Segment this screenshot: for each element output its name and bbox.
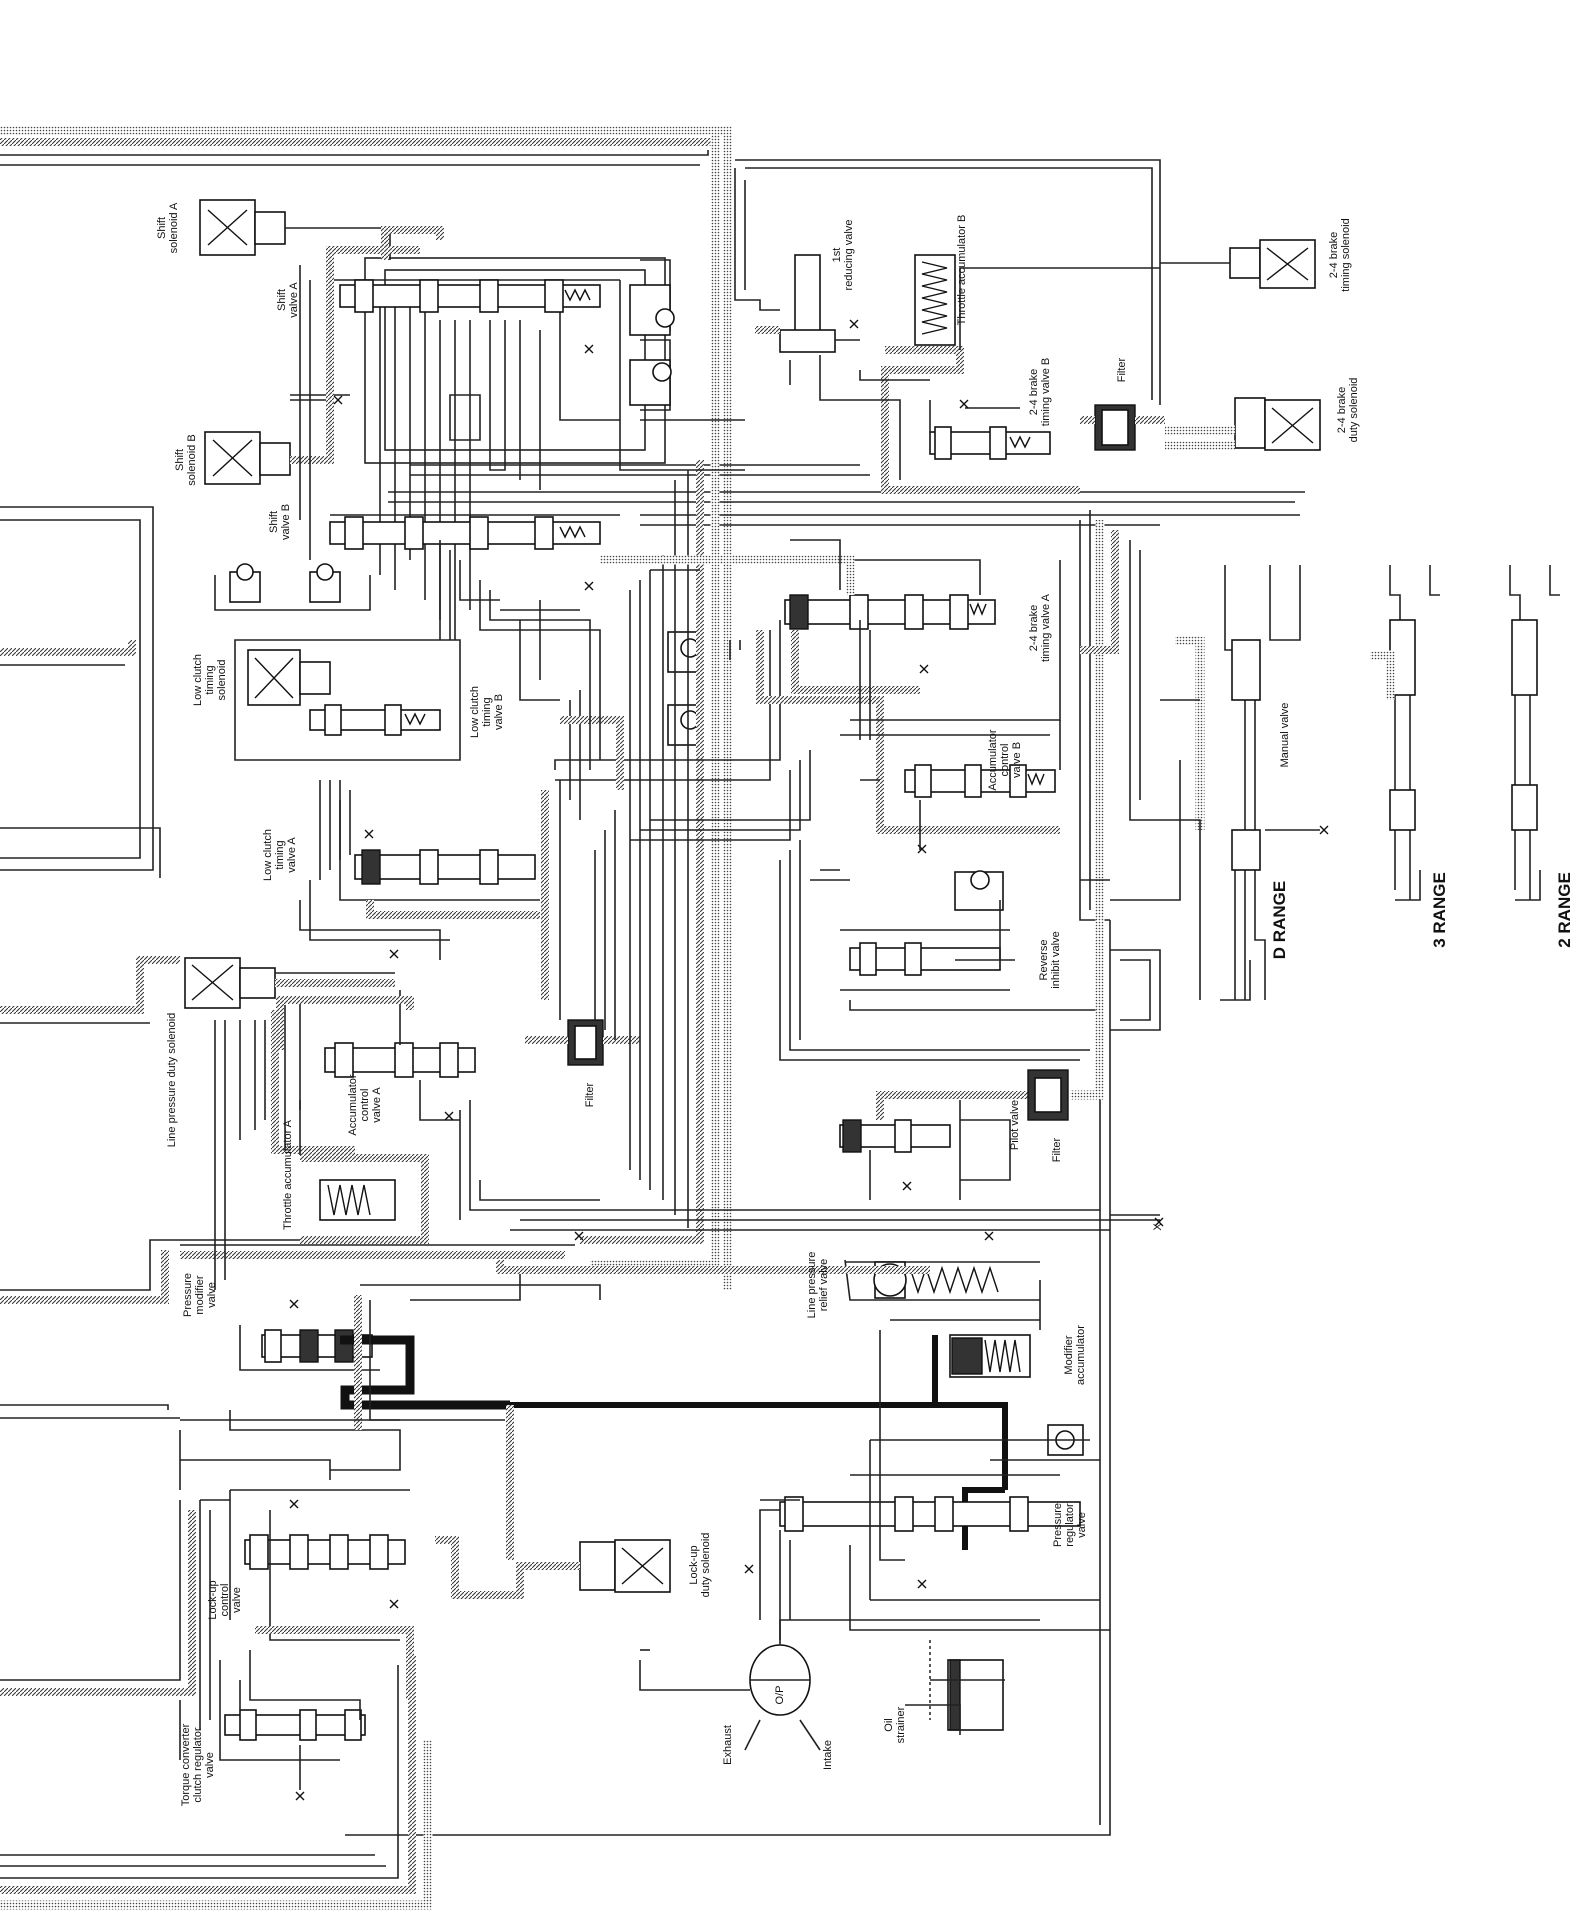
lockup-control-valve-component xyxy=(229,1410,414,1700)
label-torque-converter-clutch-regulator-valve: Torque converter clutch regulator valve xyxy=(180,1723,216,1807)
reverse-inhibit-valve-component xyxy=(840,929,1010,991)
label-throttle-accumulator-b: Throttle accumulator B xyxy=(956,214,968,326)
label-low-clutch-timing-valve-b: Low clutch timing valve B xyxy=(469,686,505,738)
low-clutch-timing-valve-b-component xyxy=(309,704,441,736)
brake-timing-valve-a-component xyxy=(784,559,996,694)
filter-low-component xyxy=(1027,1069,1069,1121)
manual-valve-2 xyxy=(1509,565,1560,901)
line-pressure-duty-solenoid-component xyxy=(184,957,395,1009)
manual-valve-d xyxy=(1175,565,1320,1001)
label-3-range: 3 RANGE xyxy=(1430,872,1449,948)
outer-frame xyxy=(0,125,1161,1910)
label-shift-solenoid-b: Shift solenoid B xyxy=(174,434,198,486)
lockup-duty-solenoid-component xyxy=(435,1405,671,1599)
label-shift-solenoid-a: Shift solenoid A xyxy=(156,202,180,254)
central-piping xyxy=(179,130,1201,1761)
filter-top-component xyxy=(1080,404,1165,451)
exhaust-marks xyxy=(289,319,1329,1801)
label-filter-low: Filter xyxy=(1051,1137,1063,1163)
label-manual-valve: Manual valve xyxy=(1279,702,1291,768)
left-outlets xyxy=(0,506,400,1696)
label-filter-top: Filter xyxy=(1116,357,1128,383)
label-reverse-inhibit-valve: Reverse inhibit valve xyxy=(1038,931,1062,989)
label-shift-valve-b: Shift valve B xyxy=(268,503,292,541)
label-2-range: 2 RANGE xyxy=(1555,872,1574,948)
label-exhaust-x: X xyxy=(1152,1223,1164,1231)
label-accumulator-control-valve-a: Accumulator control valve A xyxy=(347,1074,383,1136)
main-line-pressure xyxy=(340,1335,1008,1550)
first-reducing-valve-component xyxy=(755,254,860,385)
shift-valve-b xyxy=(329,516,601,550)
label-low-clutch-timing-solenoid: Low clutch timing solenoid xyxy=(192,654,228,706)
pressure-regulator-valve-component xyxy=(779,1439,1110,1640)
label-intake: Intake xyxy=(822,1740,834,1770)
brake-timing-solenoid-component xyxy=(959,239,1316,350)
label-exhaust: Exhaust xyxy=(722,1725,734,1765)
label-brake-timing-solenoid: 2-4 brake timing solenoid xyxy=(1328,218,1352,292)
label-modifier-accumulator: Modifier accumulator xyxy=(1063,1325,1087,1385)
small-valve-housings xyxy=(214,563,371,611)
modifier-accumulator-component xyxy=(949,1334,1031,1378)
label-brake-timing-valve-a: 2-4 brake timing valve A xyxy=(1028,594,1052,662)
label-oil-strainer: Oil strainer xyxy=(883,1706,907,1744)
shift-solenoid-a-component xyxy=(199,199,391,260)
throttle-accumulator-b-component xyxy=(881,254,1080,494)
label-throttle-accumulator-a: Throttle accumulator A xyxy=(282,1119,294,1231)
accumulator-control-valve-a-component xyxy=(299,990,476,1121)
label-line-pressure-duty-solenoid: Line pressure duty solenoid xyxy=(166,1012,178,1148)
label-brake-duty-solenoid: 2-4 brake duty solenoid xyxy=(1336,377,1360,443)
label-lockup-duty-solenoid: Lock-up duty solenoid xyxy=(688,1532,712,1598)
accumulator-control-valve-b-component xyxy=(876,720,1061,850)
label-pilot-valve: Pilot valve xyxy=(1009,1099,1021,1151)
torque-converter-clutch-regulator-valve-component xyxy=(179,1700,366,1790)
label-brake-timing-valve-b: 2-4 brake timing valve B xyxy=(1028,357,1052,427)
label-filter-mid: Filter xyxy=(584,1082,596,1108)
shift-valve-a xyxy=(339,279,601,313)
label-first-reducing-valve: 1st reducing valve xyxy=(831,219,855,291)
low-clutch-timing-valve-a-component xyxy=(339,800,540,919)
throttle-accumulator-a-component xyxy=(300,1154,429,1244)
brake-duty-solenoid-component xyxy=(1165,397,1321,451)
label-accumulator-control-valve-b: Accumulator control valve B xyxy=(987,729,1023,791)
label-d-range: D RANGE xyxy=(1270,880,1289,960)
label-shift-valve-a: Shift valve A xyxy=(276,282,300,318)
label-pressure-regulator-valve: Pressure regulator valve xyxy=(1052,1502,1088,1548)
manual-valve-3 xyxy=(1370,565,1440,901)
filter-mid-component xyxy=(525,1019,640,1066)
label-pressure-modifier-valve: Pressure modifier valve xyxy=(182,1272,218,1318)
label-low-clutch-timing-valve-a: Low clutch timing valve A xyxy=(262,829,298,881)
low-clutch-timing-solenoid-component xyxy=(234,639,461,761)
label-line-pressure-relief-valve: Line pressure relief valve xyxy=(806,1251,830,1319)
shift-valve-block xyxy=(290,257,1305,640)
brake-timing-valve-b-component xyxy=(929,400,1051,460)
label-oil-pump: O/P xyxy=(774,1685,786,1705)
label-lockup-control-valve: Lock-up control valve xyxy=(207,1580,243,1620)
oil-pump-component xyxy=(744,1619,1040,1751)
pilot-valve-component xyxy=(839,1091,1060,1200)
oil-strainer-component xyxy=(905,1640,1005,1735)
